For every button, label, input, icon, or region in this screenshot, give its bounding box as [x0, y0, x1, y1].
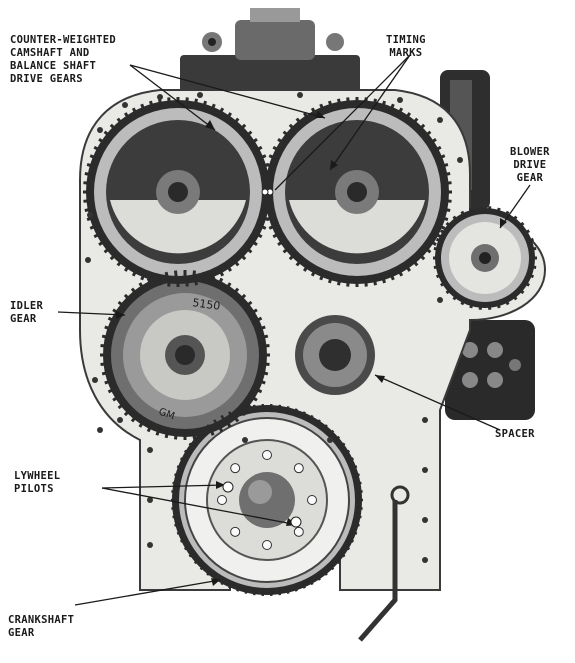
idler-gear-number: 5150: [192, 296, 222, 313]
crankshaft-bolt-circle: [217, 450, 317, 550]
leader-idler: [57, 311, 126, 316]
leader-blower: [499, 184, 531, 229]
label-idler-gear: IDLER GEAR: [10, 300, 44, 325]
idler-gear: 5150 GM: [103, 273, 267, 437]
flywheel-pilot: [222, 481, 234, 493]
oil-filler-tube: [358, 485, 410, 642]
label-spacer: SPACER: [495, 428, 535, 440]
leader-timing-1: [329, 54, 411, 171]
camshaft-gear-right: [265, 100, 449, 284]
leader-timing-2: [274, 54, 411, 191]
governor-assembly: [180, 8, 360, 95]
idler-gear-logo: GM: [157, 406, 176, 422]
leader-cam-left: [129, 64, 216, 131]
leader-crank: [74, 579, 221, 606]
camshaft-gear-left: [86, 100, 270, 284]
leader-lines: [57, 54, 531, 606]
label-blower-drive-gear: BLOWER DRIVE GEAR: [510, 146, 550, 184]
leader-pilot-2: [101, 487, 299, 526]
label-flywheel-pilots: LYWHEEL PILOTS: [14, 470, 61, 495]
leader-spacer: [374, 374, 501, 431]
leader-cam-right: [129, 64, 326, 119]
blower-drive-gear: [435, 208, 535, 308]
plate-bolt-holes: [85, 92, 463, 563]
leader-pilot-1: [101, 484, 226, 489]
spacer: [295, 315, 375, 395]
label-camshaft-drive-gears: COUNTER-WEIGHTED CAMSHAFT AND BALANCE SH…: [10, 34, 116, 85]
label-crankshaft-gear: CRANKSHAFT GEAR: [8, 614, 75, 639]
flywheel-pilot: [290, 516, 302, 528]
timing-mark-dot: [261, 188, 269, 196]
gear-teeth: [83, 97, 537, 596]
label-timing-marks: TIMING MARKS: [386, 34, 426, 59]
